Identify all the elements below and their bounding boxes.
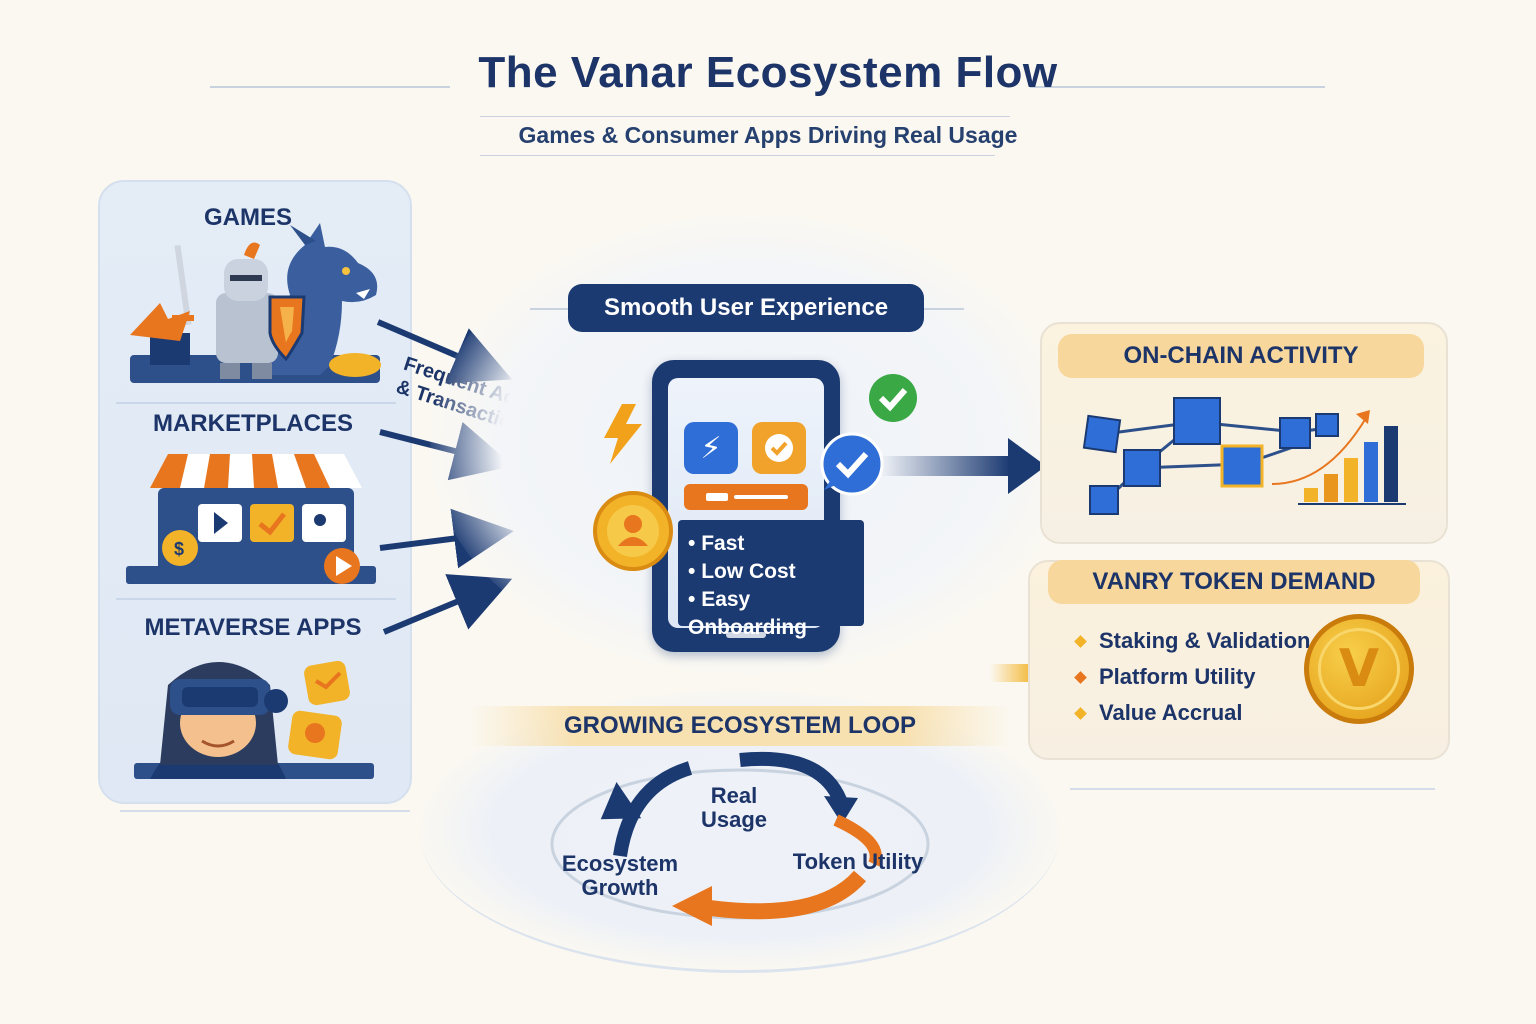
- subtitle-rule-bottom: [480, 155, 995, 156]
- experience-title: Smooth User Experience: [568, 284, 924, 332]
- svg-text:$: $: [174, 539, 184, 559]
- onchain-title: ON-CHAIN ACTIVITY: [1058, 334, 1424, 378]
- loop-node-ecosystem-growth: Ecosystem Growth: [561, 851, 679, 900]
- title-rule-left: [210, 86, 450, 88]
- flow-arrow-onchain: [880, 438, 1046, 494]
- cycle-arrows-icon: [550, 751, 930, 926]
- token-item: Platform Utility: [1074, 664, 1255, 690]
- benefits-panel: • Fast • Low Cost • Easy Onboarding: [678, 520, 864, 639]
- progress-bar-widget: [684, 484, 808, 510]
- loop-node-token-utility: Token Utility: [792, 849, 924, 874]
- loop-title: GROWING ECOSYSTEM LOOP: [470, 706, 1010, 746]
- token-item: Staking & Validation: [1074, 628, 1310, 654]
- phone-home-button: [726, 632, 766, 638]
- diamond-bullet-icon: [1074, 670, 1087, 684]
- coin-letter: V: [1318, 628, 1400, 710]
- source-label-games: GAMES: [203, 204, 292, 231]
- token-item: Value Accrual: [1074, 700, 1242, 726]
- check-bubble-green-icon: [869, 374, 917, 422]
- diamond-bullet-icon: [1074, 634, 1087, 648]
- benefit-item: • Low Cost: [688, 560, 796, 583]
- user-coin-icon: [593, 491, 673, 571]
- subtitle-rule-top: [480, 116, 1010, 117]
- experience-title-rule-left: [530, 308, 568, 310]
- token-demand-title: VANRY TOKEN DEMAND: [1048, 560, 1420, 604]
- check-app-icon: [752, 422, 806, 474]
- vr-headset-user-icon: [134, 660, 374, 779]
- spark-icon: [604, 404, 642, 464]
- title-rule-right: [1030, 86, 1325, 88]
- page-title: The Vanar Ecosystem Flow: [478, 48, 1058, 97]
- lightning-app-icon: ⚡: [684, 422, 738, 474]
- loop-node-real-usage: Real Usage: [700, 783, 768, 832]
- source-label-metaverse: METAVERSE APPS: [144, 614, 362, 641]
- blockchain-network-icon: [1082, 397, 1406, 515]
- source-divider-1: [116, 402, 396, 404]
- vanry-coin-icon: V: [1304, 614, 1414, 724]
- benefit-item: • Fast: [688, 532, 745, 555]
- diamond-bullet-icon: [1074, 706, 1087, 720]
- source-divider-2: [116, 598, 396, 600]
- page-subtitle: Games & Consumer Apps Driving Real Usage: [518, 122, 1018, 148]
- storefront-icon: $: [126, 454, 376, 584]
- check-bubble-blue-icon: [820, 432, 884, 496]
- knight-dragon-icon: [130, 223, 381, 383]
- bottom-rule-right: [1070, 788, 1435, 790]
- bottom-rule-left: [120, 810, 410, 812]
- experience-title-rule-right: [924, 308, 964, 310]
- benefit-item: • Easy Onboarding: [688, 588, 807, 639]
- source-label-marketplaces: MARKETPLACES: [152, 410, 353, 437]
